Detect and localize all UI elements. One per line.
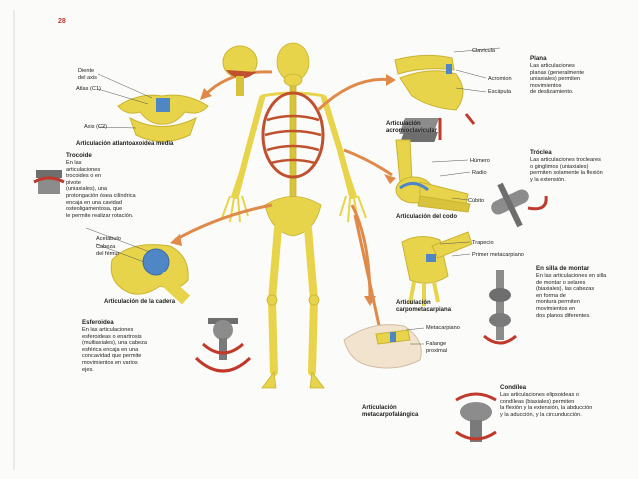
caption-atlantoaxoidea: Articulación atlantoaxoidea media: [76, 141, 174, 147]
label-cubito: Cúbito: [468, 198, 485, 204]
page-number: 28: [58, 18, 66, 25]
caption-carpometacarpiana: Articulación carpometacarpiana: [396, 300, 452, 313]
carpometacarpal-joint-illustration: [401, 231, 473, 306]
hip-joint-illustration: [85, 227, 191, 305]
type-trocoide-text: En las articulaciones trocoides o en piv…: [66, 160, 136, 219]
label-axis: Axis (C2): [84, 124, 107, 130]
skull-detail-illustration: [222, 45, 258, 96]
type-silla-text: En las articulaciones en silla de montar…: [536, 273, 607, 319]
type-silla-title: En silla de montar: [536, 265, 590, 272]
type-esferoidea-title: Esferoidea: [82, 319, 114, 326]
label-trapecio: Trapecio: [472, 240, 494, 246]
label-escapula: Escápula: [488, 89, 512, 95]
elbow-joint-illustration: [395, 139, 548, 228]
saddle-joint-model: [483, 270, 517, 345]
type-esferoidea-text: En las articulaciones esferoideas o enar…: [82, 327, 147, 373]
label-primer-metacarpiano: Primer metacarpiano: [472, 252, 524, 258]
type-plana-title: Plana: [530, 55, 547, 62]
condyloid-joint-model: [455, 392, 497, 442]
pivot-joint-model: [33, 170, 65, 194]
type-condilea-text: Las articulaciones elipsoideas o condíle…: [500, 392, 593, 418]
type-condilea-title: Condílea: [500, 384, 527, 391]
caption-codo: Articulación del codo: [396, 214, 458, 220]
atlantoaxial-joint-illustration: [97, 73, 209, 142]
label-diente-axis: Diente del axis: [78, 68, 97, 81]
label-radio: Radio: [472, 170, 487, 176]
caption-metacarpofalangica: Articulación metacarpofalángica: [362, 405, 419, 418]
label-humero: Húmero: [470, 158, 490, 164]
label-acromion: Acromion: [488, 76, 512, 82]
type-trocoide-title: Trocoide: [66, 152, 92, 159]
label-clavicula: Clavícula: [472, 48, 496, 54]
label-cabeza-femur: Cabeza del fémur: [96, 244, 120, 257]
label-metacarpiano: Metacarpiano: [426, 325, 460, 331]
type-troclea-text: Las articulaciones trocleares o ginglimo…: [530, 157, 603, 183]
label-acetabulo: Acetábulo: [96, 236, 121, 242]
caption-acromioclavicular: Articulación acromioclavicular: [386, 121, 438, 134]
caption-cadera: Articulación de la cadera: [104, 299, 176, 305]
acromioclavicular-joint-illustration: [394, 47, 501, 142]
label-atlas: Atlas (C1): [76, 86, 101, 92]
skeleton-figure: [221, 42, 367, 389]
type-plana-text: Las articulaciones planas (generalmente …: [530, 63, 585, 96]
metacarpophalangeal-joint-illustration: [343, 324, 425, 369]
ball-and-socket-model: [194, 318, 252, 373]
type-troclea-title: Tróclea: [530, 149, 552, 156]
label-falange-proximal: Falange proximal: [426, 341, 448, 354]
